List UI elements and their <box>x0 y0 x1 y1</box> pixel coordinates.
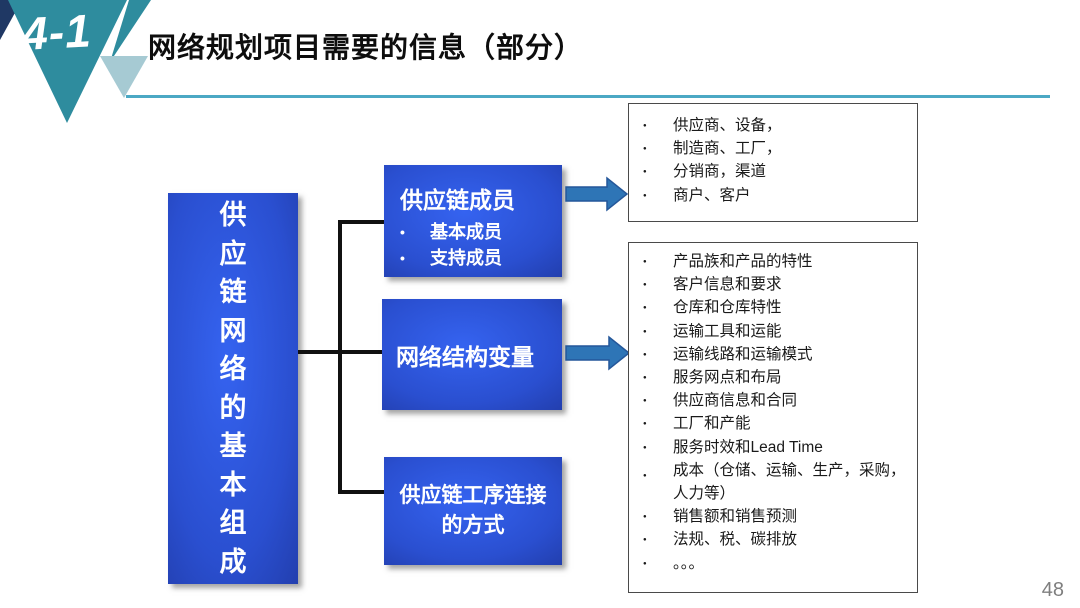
list-item: ● 运输工具和运能 <box>643 320 909 343</box>
root-box-label: 供应链网络的基本组成 <box>219 200 247 577</box>
page-title: 网络规划项目需要的信息（部分） <box>148 32 584 63</box>
info-box-network-variables-detail: ● 产品族和产品的特性 ● 客户信息和要求 ● 仓库和仓库特性 ● 运输工具和运能 ● 运… <box>628 242 918 593</box>
list-item: ● 分销商，渠道 <box>643 160 909 183</box>
bullet-icon: ● <box>643 257 647 265</box>
list-item: ● 供应商信息和合同 <box>643 389 909 412</box>
list-item: ● 成本（仓储、运输、生产，采购，人力等） <box>643 459 909 505</box>
bullet-icon: ● <box>643 121 647 129</box>
list-item-label: 。。。 <box>673 554 705 572</box>
connector-branch-bottom <box>338 490 384 494</box>
list-item-label: 服务时效和Lead Time <box>673 438 823 456</box>
bullet-icon: • <box>400 224 405 240</box>
list-item: ● 。。。 <box>643 552 909 575</box>
chapter-number: 4-1 <box>20 4 93 60</box>
bullet-icon: ● <box>643 350 647 358</box>
list-item: ● 销售额和销售预测 <box>643 505 909 528</box>
box-title: 网络结构变量 <box>396 343 534 370</box>
list-item-label: 支持成员 <box>430 248 502 268</box>
box-process-connection-mode: 供应链工序连接 的方式 <box>384 457 562 565</box>
bullet-icon: ● <box>643 513 647 520</box>
list-item-label: 基本成员 <box>430 222 502 242</box>
list-item-label: 产品族和产品的特性 <box>673 253 813 270</box>
bullet-icon: ● <box>643 327 647 335</box>
list-item-label: 销售额和销售预测 <box>673 508 798 526</box>
list-item: • 支持成员 <box>400 245 562 271</box>
bullet-icon: ● <box>643 420 647 427</box>
flow-arrow-icon-top <box>565 176 629 212</box>
box-supply-chain-members: 供应链成员 • 基本成员 • 支持成员 <box>384 165 562 277</box>
header-divider <box>126 95 1050 98</box>
bullet-icon: ● <box>643 472 647 479</box>
list-item-label: 供应商、设备， <box>673 117 782 134</box>
list-item-label: 商户、客户 <box>673 186 751 204</box>
list-item-label: 制造商、工厂， <box>673 140 782 158</box>
list-item-label: 供应商信息和合同 <box>673 392 798 410</box>
list-item: ● 服务网点和布局 <box>643 366 909 389</box>
list-item: ● 商户、客户 <box>643 184 909 207</box>
bullet-icon: ● <box>643 443 647 451</box>
page-number: 48 <box>1041 579 1064 601</box>
list-item: ● 法规、税、碳排放 <box>643 528 909 551</box>
list-item: ● 运输线路和运输模式 <box>643 343 909 366</box>
list-item-label: 工厂和产能 <box>673 415 751 433</box>
flow-arrow-icon-middle <box>565 335 631 371</box>
root-box-supply-chain-network: 供应链网络的基本组成 <box>168 193 298 584</box>
bullet-icon: ● <box>643 145 647 152</box>
list-item: ● 仓库和仓库特性 <box>643 296 909 319</box>
info-box-members-detail: ● 供应商、设备， ● 制造商、工厂， ● 分销商，渠道 ● 商户、客户 <box>628 103 918 222</box>
bullet-icon: ● <box>643 536 647 544</box>
list-item: ● 制造商、工厂， <box>643 137 909 160</box>
box-title: 供应链成员 <box>400 187 515 213</box>
bullet-icon: ● <box>643 397 647 404</box>
list-item-label: 仓库和仓库特性 <box>673 299 782 317</box>
connector-branch-top <box>338 220 384 224</box>
list-item-label: 服务网点和布局 <box>673 369 782 387</box>
list-item: • 基本成员 <box>400 219 562 245</box>
chapter-badge: 4-1 <box>0 0 160 132</box>
box-title-line2: 的方式 <box>441 514 505 537</box>
badge-triangles-icon <box>0 0 151 123</box>
connector-vertical <box>338 220 342 494</box>
list-item-label: 运输线路和运输模式 <box>673 345 813 363</box>
list-item: ● 客户信息和要求 <box>643 273 909 296</box>
list-item: ● 产品族和产品的特性 <box>643 250 909 273</box>
list-item-label: 成本（仓储、运输、生产，采购，人力等） <box>673 461 906 503</box>
list-item-label: 分销商，渠道 <box>673 163 767 181</box>
list-item: ● 供应商、设备， <box>643 114 909 137</box>
bullet-icon: • <box>400 250 405 266</box>
bullet-icon: ● <box>643 168 647 175</box>
bullet-icon: ● <box>643 281 647 288</box>
box-title-line1: 供应链工序连接 <box>399 484 547 507</box>
bullet-icon: ● <box>643 373 647 381</box>
list-item-label: 法规、税、碳排放 <box>673 531 798 549</box>
box-network-structure-variables: 网络结构变量 <box>382 299 562 410</box>
bullet-icon: ● <box>643 304 647 311</box>
bullet-icon: ● <box>643 191 647 199</box>
list-item: ● 服务时效和Lead Time <box>643 436 909 459</box>
bullet-icon: ● <box>643 559 647 567</box>
list-item: ● 工厂和产能 <box>643 412 909 435</box>
list-item-label: 运输工具和运能 <box>673 322 782 340</box>
list-item-label: 客户信息和要求 <box>673 276 782 294</box>
